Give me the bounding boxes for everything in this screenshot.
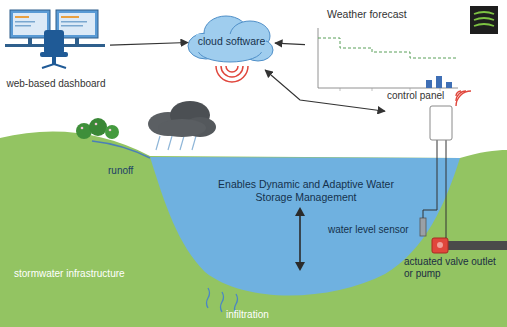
wire [423, 140, 437, 218]
forecast-chart [318, 28, 458, 91]
node-text: web-based dashboard [7, 78, 106, 90]
storage-arrow [295, 207, 305, 271]
node-text: cloud software [198, 35, 266, 48]
water-level-sensor [420, 218, 426, 236]
outlet-pipe [432, 238, 507, 253]
infiltration-arrows [207, 288, 238, 312]
signal-waves [456, 91, 471, 106]
node-text: control panel [387, 90, 444, 102]
sensor-label: water level sensor [328, 224, 418, 236]
bushes [76, 118, 119, 139]
connector-arrow [275, 43, 305, 44]
ground [0, 132, 507, 327]
region-label: stormwater infrastructure [14, 268, 144, 280]
cloud-node: cloud software [188, 12, 275, 70]
valve-label: actuated valve outlet or pump [404, 256, 502, 280]
control-panel-box [430, 106, 452, 140]
forecast-node: Weather forecast [305, 4, 500, 95]
connector-arrow [265, 70, 385, 111]
runoff-label: runoff [108, 165, 148, 177]
met-office-logo [470, 6, 498, 34]
rain-cloud [148, 101, 216, 150]
control-panel-node: control panel [385, 88, 457, 144]
cloud-fill [196, 34, 266, 52]
node-text: Weather forecast [327, 8, 407, 21]
cloud-shape [188, 16, 273, 62]
signal-waves [216, 66, 248, 82]
runoff-flow [92, 141, 150, 158]
dashboard-illustration [5, 10, 105, 68]
infiltration-label: infiltration [226, 309, 296, 321]
caption-note: Enables Dynamic and Adaptive Water Stora… [218, 178, 394, 203]
connector-arrow [110, 42, 188, 45]
dashboard-node: web-based dashboard [2, 2, 110, 92]
wire [446, 140, 447, 238]
